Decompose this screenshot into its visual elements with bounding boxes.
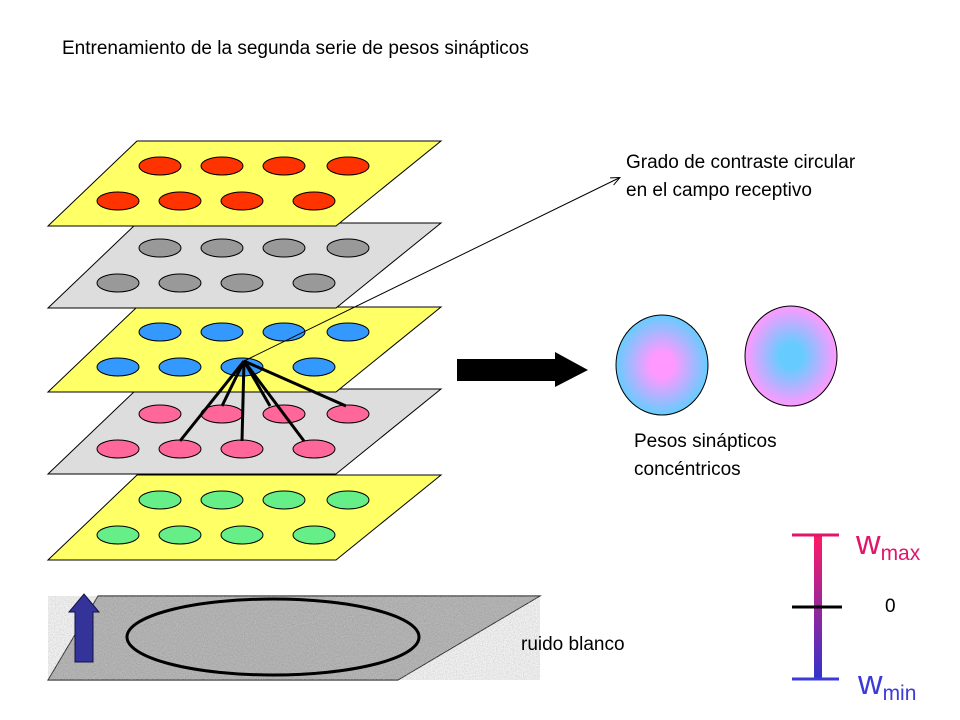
w-min-subscript: min [882, 682, 917, 705]
w-max-label: wmax [856, 526, 920, 571]
layer-plane [46, 474, 443, 561]
w-min-symbol: w [858, 664, 883, 702]
neuron-dot [262, 490, 306, 510]
neuron-dot [200, 238, 244, 258]
neuron-dot [158, 357, 202, 377]
neuron-dot [138, 156, 182, 176]
neuron-dot [220, 273, 264, 293]
zero-label: 0 [885, 596, 896, 617]
w-max-symbol: w [856, 524, 881, 562]
neuron-dot [262, 156, 306, 176]
neuron-dot [326, 238, 370, 258]
neuron-dot [96, 357, 140, 377]
noise-label: ruido blanco [521, 634, 625, 655]
neuron-dot [158, 525, 202, 545]
neuron-dot [138, 404, 182, 424]
contrast-label-line-1: Grado de contraste circular [626, 152, 856, 173]
weight-circle-center-on [615, 314, 709, 416]
neuron-dot [292, 357, 336, 377]
neuron-dot [96, 439, 140, 459]
neuron-dot [292, 439, 336, 459]
connection-line [240, 360, 246, 442]
weight-circle-center-off [744, 305, 838, 407]
neuron-dot [326, 322, 370, 342]
layer-plane [46, 140, 443, 227]
layer-bottom [46, 474, 443, 561]
noise-plane-group [47, 595, 542, 681]
receptive-field-ellipse [125, 597, 421, 677]
weights-label: Pesos sinápticos concéntricos [634, 428, 777, 484]
weights-label-line-2: concéntricos [634, 459, 741, 480]
neuron-dot [326, 404, 370, 424]
neuron-dot [200, 490, 244, 510]
neuron-dot [158, 273, 202, 293]
neuron-dot [138, 490, 182, 510]
neuron-dot [220, 525, 264, 545]
neuron-dot [138, 238, 182, 258]
layer-plane [46, 388, 443, 475]
layer-top [46, 140, 443, 227]
neuron-dot [96, 273, 140, 293]
noise-texture [48, 596, 540, 680]
contrast-label: Grado de contraste circular en el campo … [626, 149, 855, 205]
neuron-dot [262, 238, 306, 258]
w-min-label: wmin [858, 666, 916, 711]
diagram-title: Entrenamiento de la segunda serie de pes… [62, 38, 529, 59]
neuron-dot [158, 439, 202, 459]
weight-scale [792, 533, 842, 681]
contrast-label-line-2: en el campo receptivo [626, 180, 812, 201]
neuron-dot [292, 525, 336, 545]
layer-stack [46, 140, 443, 561]
neuron-dot [220, 439, 264, 459]
neuron-dot [326, 490, 370, 510]
neuron-dot [96, 525, 140, 545]
w-max-subscript: max [880, 542, 921, 565]
neuron-dot [326, 156, 370, 176]
pointer-arrow [243, 178, 619, 362]
neuron-dot [96, 191, 140, 211]
neuron-dot [292, 273, 336, 293]
connection-line [178, 360, 246, 442]
layer-fourth [46, 388, 443, 475]
neuron-dot [220, 191, 264, 211]
connection-line [242, 360, 306, 442]
connection-line [243, 359, 347, 408]
layer-plane [46, 222, 443, 309]
connection-lines [178, 359, 347, 442]
neuron-dot [138, 322, 182, 342]
connection-line [220, 360, 246, 407]
up-arrow-icon [67, 593, 101, 663]
big-arrow-icon [457, 352, 588, 387]
neuron-dot [200, 322, 244, 342]
neuron-dot [158, 191, 202, 211]
neuron-dot [200, 156, 244, 176]
neuron-dot [292, 191, 336, 211]
weights-label-line-1: Pesos sinápticos [634, 431, 777, 452]
neuron-dot [262, 322, 306, 342]
layer-second [46, 222, 443, 309]
